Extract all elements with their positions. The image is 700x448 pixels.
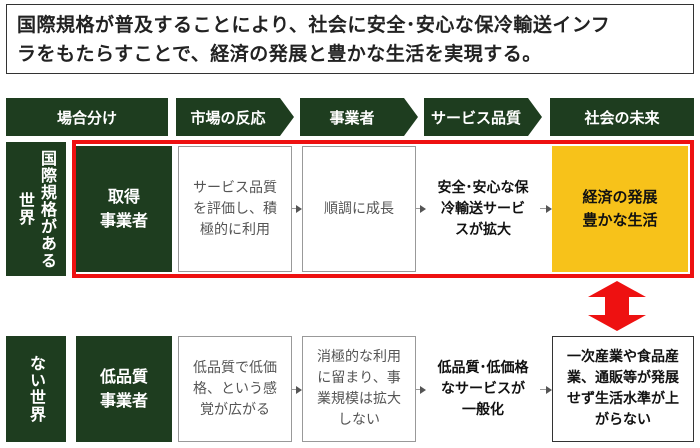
header-market-reaction: 市場の反応 [176,98,294,136]
connector-line [292,208,296,209]
cell-social-future-1: 経済の発展 豊かな生活 [552,146,688,272]
cell-business-2: 消極的な利用に留まり、事業規模は拡大しない [302,336,416,442]
cell-service-quality-1: 安全･安心な保冷輸送サービスが拡大 [426,146,540,272]
connector-arrow-icon [420,205,426,213]
actor-certified-operator: 取得 事業者 [76,146,172,272]
title-line-2: ラをもたらすことで、経済の発展と豊かな生活を実現する。 [17,43,542,65]
cell-business-1: 順調に成長 [302,146,416,272]
connector-arrow-icon [546,386,552,394]
header-social-future: 社会の未来 [550,98,694,136]
header-service-quality: サービス品質 [424,98,542,136]
connector-line [416,389,420,390]
connector-line [292,389,296,390]
connector-arrow-icon [420,386,426,394]
header-business: 事業者 [300,98,418,136]
actor-low-quality-operator: 低品質 事業者 [76,336,172,442]
connector-line [416,208,420,209]
cell-market-reaction-1: サービス品質を評価し、積極的に利用 [178,146,292,272]
row-label-without-standard: ない世界 [6,336,66,442]
title-box: 国際規格が普及することにより、社会に安全･安心な保冷輸送インフ ラをもたらすこと… [6,4,694,74]
connector-arrow-icon [296,386,302,394]
row-label-with-standard: 国際規格がある世界 [6,142,66,276]
highlight-frame [72,140,694,278]
cell-service-quality-2: 低品質･低価格なサービスが一般化 [426,336,540,442]
connector-line [540,208,546,209]
double-arrow-icon [588,281,646,331]
title-line-1: 国際規格が普及することにより、社会に安全･安心な保冷輸送インフ [17,14,611,36]
cell-social-future-2: 一次産業や食品産業、通販等が発展せず生活水準が上がらない [552,336,694,442]
connector-line [540,389,546,390]
connector-arrow-icon [296,205,302,213]
header-case: 場合分け [6,98,168,136]
connector-arrow-icon [546,205,552,213]
cell-market-reaction-2: 低品質で低価格、という感覚が広がる [178,336,292,442]
